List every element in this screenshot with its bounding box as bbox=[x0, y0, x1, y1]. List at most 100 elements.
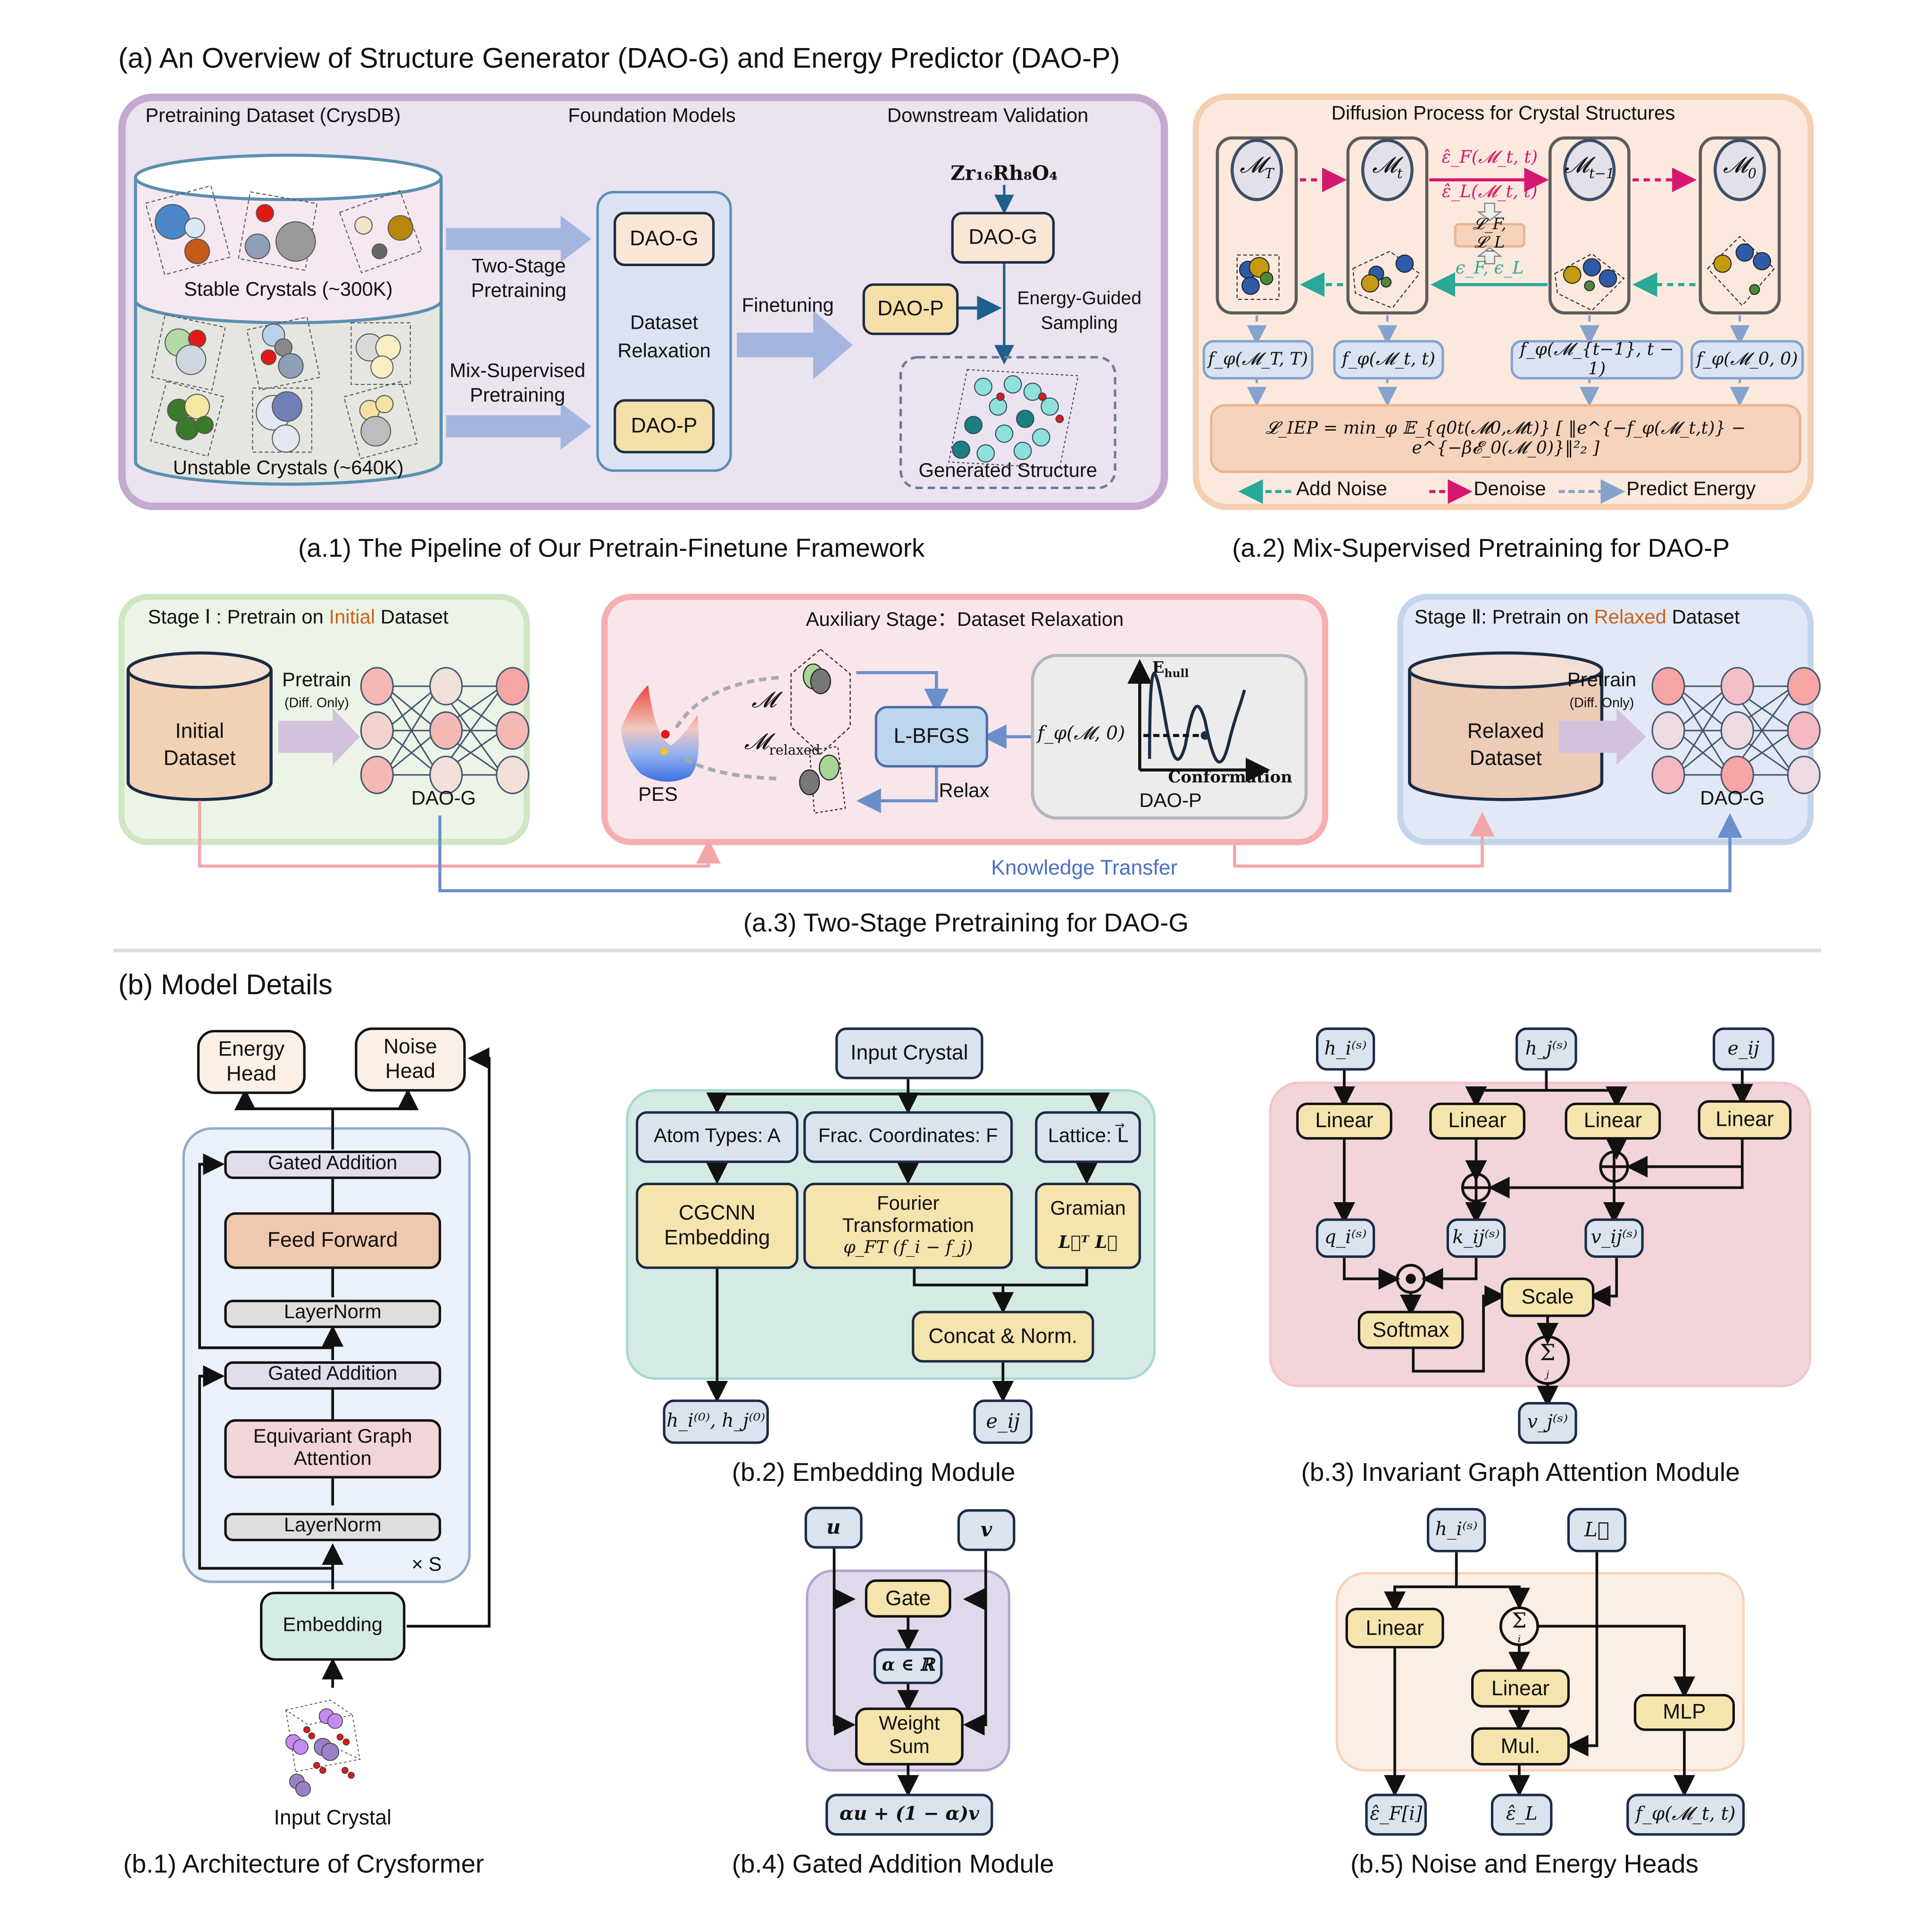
mix-supervised-arrow bbox=[446, 403, 591, 450]
energy-guided-sampling-label: Energy-Guided Sampling bbox=[1017, 288, 1142, 334]
m-label: 𝓜 bbox=[751, 687, 777, 714]
aux-dao-p-label: DAO-P bbox=[1139, 791, 1202, 812]
gated-output: αu + (1 − α)v bbox=[825, 1794, 993, 1836]
heads-linear-2: Linear bbox=[1471, 1669, 1570, 1708]
unstable-crystals-label: Unstable Crystals (~640K) bbox=[173, 458, 404, 480]
key-vector: k_ij⁽ˢ⁾ bbox=[1446, 1218, 1506, 1258]
embedding-input-box: Input Crystal bbox=[835, 1027, 983, 1080]
stage2-pretrain-label: Pretrain bbox=[1567, 670, 1637, 691]
alpha-box: α ∈ ℝ bbox=[874, 1648, 943, 1684]
auxiliary-stage-title: Auxiliary Stage：Dataset Relaxation bbox=[806, 610, 1124, 631]
caption-a3: (a.3) Two-Stage Pretraining for DAO-G bbox=[743, 909, 1189, 938]
embedding-box: Embedding bbox=[260, 1592, 406, 1661]
m-crystal-icon bbox=[790, 648, 851, 814]
stable-crystal-icons bbox=[145, 185, 423, 275]
knowledge-transfer-label: Knowledge Transfer bbox=[991, 856, 1178, 880]
downstream-validation-label: Downstream Validation bbox=[887, 106, 1089, 127]
concat-norm-box: Concat & Norm. bbox=[912, 1311, 1094, 1363]
stage2-network-icon bbox=[1651, 667, 1821, 794]
initial-dataset-cylinder bbox=[126, 651, 273, 801]
relaxed-dataset-cylinder bbox=[1408, 651, 1604, 801]
heads-input-h: h_i⁽ˢ⁾ bbox=[1426, 1508, 1486, 1553]
model-details-title: (b) Model Details bbox=[118, 968, 333, 1001]
output-lattice-noise: ε̂_L bbox=[1491, 1794, 1553, 1836]
two-stage-arrow bbox=[446, 216, 591, 263]
frac-coords-box: Frac. Coordinates: F bbox=[803, 1111, 1013, 1163]
scale-box: Scale bbox=[1500, 1277, 1595, 1317]
dao-p-model: DAO-P bbox=[613, 399, 715, 454]
overview-title: (a) An Overview of Structure Generator (… bbox=[118, 42, 1120, 74]
state-m-T: 𝓜T bbox=[1240, 152, 1274, 182]
legend-denoise: Denoise bbox=[1474, 479, 1546, 500]
initial-dataset-label: Initial Dataset bbox=[163, 719, 236, 770]
two-stage-pretraining-label: Two-Stage Pretraining bbox=[471, 256, 566, 302]
energy-fn-box-0: f_φ(𝓜_0, 0) bbox=[1690, 340, 1804, 380]
legend-add-noise: Add Noise bbox=[1296, 479, 1387, 500]
finetuning-arrow bbox=[737, 310, 853, 380]
pes-surface-icon bbox=[621, 685, 699, 782]
stage2-diff-only-label: (Diff. Only) bbox=[1569, 696, 1634, 711]
stage1-dao-g-label: DAO-G bbox=[411, 788, 476, 810]
gate-box: Gate bbox=[865, 1579, 951, 1618]
output-v-j: v_j⁽ˢ⁾ bbox=[1518, 1402, 1577, 1444]
caption-b1: (b.1) Architecture of Crysformer bbox=[123, 1850, 484, 1879]
finetuning-label: Finetuning bbox=[741, 295, 834, 317]
atom-types-box: Atom Types: A bbox=[635, 1111, 799, 1163]
ehull-axis-label: Ehull bbox=[1152, 659, 1189, 681]
generated-structure-label: Generated Structure bbox=[918, 460, 1098, 482]
diffusion-crystal-icons bbox=[1236, 236, 1775, 311]
predicted-noise-L: ε̂_L(𝓜_t, t) bbox=[1441, 182, 1538, 202]
energy-fn-box-t-minus-1: f_φ(𝓜_{t−1}, t − 1) bbox=[1510, 340, 1683, 380]
sum-j-subscript: j bbox=[1546, 1369, 1549, 1380]
state-m-0: 𝓜0 bbox=[1723, 152, 1757, 182]
caption-a1: (a.1) The Pipeline of Our Pretrain-Finet… bbox=[298, 534, 925, 563]
caption-b3: (b.3) Invariant Graph Attention Module bbox=[1301, 1458, 1740, 1487]
mul-box: Mul. bbox=[1471, 1727, 1570, 1766]
gated-addition-box-1: Gated Addition bbox=[224, 1150, 441, 1179]
crysformer-block bbox=[182, 1127, 471, 1583]
heads-input-lattice: L⃗ bbox=[1567, 1508, 1627, 1553]
true-noise-label: ϵ_F, ϵ_L bbox=[1455, 258, 1524, 279]
relax-label: Relax bbox=[939, 781, 990, 802]
weight-sum-box: Weight Sum bbox=[855, 1707, 964, 1766]
legend-predict-energy: Predict Energy bbox=[1626, 479, 1756, 500]
input-crystal-label: Input Crystal bbox=[274, 1806, 391, 1830]
heads-linear-1: Linear bbox=[1345, 1607, 1444, 1649]
sum-i-subscript: i bbox=[1517, 1633, 1521, 1645]
atom-embedding-output: h_i⁽⁰⁾, h_j⁽⁰⁾ bbox=[663, 1399, 769, 1444]
layernorm-box-1: LayerNorm bbox=[224, 1299, 441, 1328]
diffusion-title: Diffusion Process for Crystal Structures bbox=[1331, 103, 1675, 125]
attention-box: Equivariant Graph Attention bbox=[224, 1419, 441, 1479]
state-m-t: 𝓜t bbox=[1372, 152, 1403, 182]
state-m-t-minus-1: 𝓜t−1 bbox=[1564, 152, 1615, 182]
iep-loss-formula: 𝓛_IEP = min_φ 𝔼_{q0t(𝓜0,𝓜t)} [ ‖e^{−f_φ(… bbox=[1210, 404, 1802, 474]
ehull-plot bbox=[1127, 659, 1271, 782]
layernorm-box-2: LayerNorm bbox=[224, 1512, 441, 1541]
cgcnn-box: CGCNN Embedding bbox=[635, 1182, 799, 1269]
dataset-relaxation-label: Dataset Relaxation bbox=[617, 313, 711, 362]
value-vector: v_ij⁽ˢ⁾ bbox=[1584, 1218, 1644, 1258]
mlp-box: MLP bbox=[1633, 1694, 1735, 1731]
softmax-box: Softmax bbox=[1357, 1311, 1464, 1349]
stage2-dao-g-label: DAO-G bbox=[1700, 788, 1765, 810]
pes-label: PES bbox=[638, 784, 678, 806]
caption-b4: (b.4) Gated Addition Module bbox=[732, 1850, 1054, 1879]
gated-addition-box-2: Gated Addition bbox=[224, 1361, 441, 1390]
linear-v-box: Linear bbox=[1565, 1102, 1661, 1140]
lattice-box: Lattice: L⃗ bbox=[1035, 1111, 1141, 1163]
energy-head-box: Energy Head bbox=[197, 1030, 306, 1094]
m-relaxed-label: 𝓜relaxed bbox=[744, 729, 821, 759]
dao-p-energy-fn-label: f_φ(𝓜, 0) bbox=[1037, 722, 1125, 744]
input-u: u bbox=[804, 1506, 863, 1549]
input-e-ij: e_ij bbox=[1713, 1027, 1774, 1071]
energy-fn-box-T: f_φ(𝓜_T, T) bbox=[1202, 340, 1314, 380]
linear-q-box: Linear bbox=[1296, 1102, 1392, 1140]
